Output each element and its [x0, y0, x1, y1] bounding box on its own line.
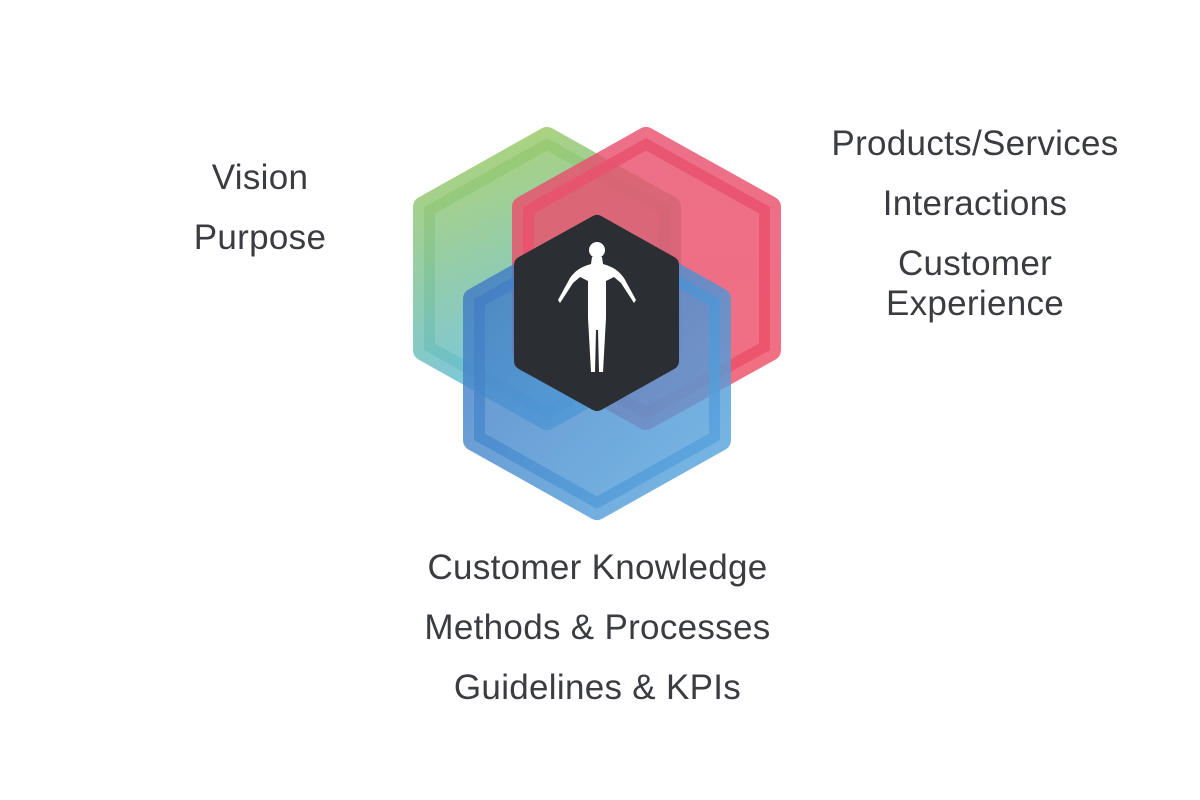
- bottom-label-group: Customer Knowledge Methods & Processes G…: [380, 538, 815, 718]
- label-products-services: Products/Services: [831, 124, 1119, 163]
- label-purpose: Purpose: [193, 218, 327, 257]
- label-methods-processes: Methods & Processes: [424, 608, 771, 647]
- label-guidelines-kpis: Guidelines & KPIs: [453, 668, 742, 707]
- human-figure-icon: [558, 242, 636, 372]
- label-experience: Experience: [885, 284, 1065, 323]
- label-interactions: Interactions: [882, 184, 1068, 223]
- label-vision: Vision: [211, 158, 309, 197]
- right-label-group: Products/Services Interactions Customer …: [800, 114, 1150, 324]
- left-label-group: Vision Purpose: [150, 148, 370, 268]
- label-customer-knowledge: Customer Knowledge: [427, 548, 768, 587]
- label-customer: Customer: [897, 244, 1053, 283]
